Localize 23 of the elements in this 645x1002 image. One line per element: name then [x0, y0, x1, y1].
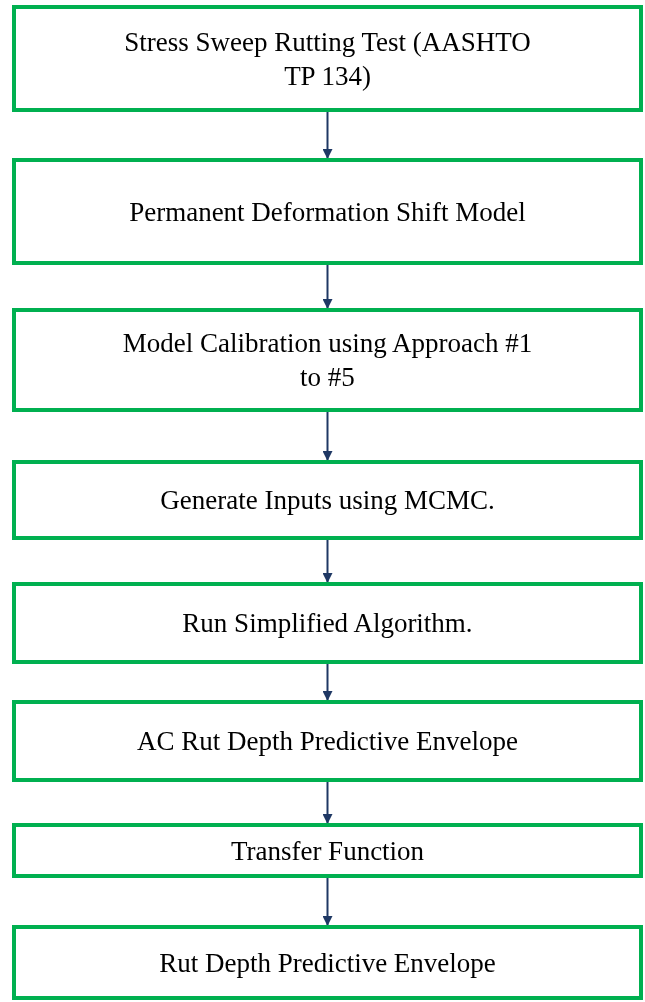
process-box: [12, 823, 643, 878]
process-box: [12, 582, 643, 664]
arrow: [322, 781, 333, 824]
process-box: [12, 308, 643, 412]
process-box: [12, 460, 643, 540]
box-label: Stress Sweep Rutting Test (AASHTO TP 134): [123, 25, 532, 93]
arrow: [322, 877, 333, 926]
arrow: [322, 539, 333, 583]
box-label: Run Simplified Algorithm.: [182, 607, 473, 640]
arrow: [322, 111, 333, 159]
box-label: Transfer Function: [230, 834, 425, 868]
process-box: [12, 158, 643, 265]
box-label: AC Rut Depth Predictive Envelope: [137, 725, 518, 758]
box-label: Rut Depth Predictive Envelope: [159, 946, 496, 980]
arrow: [322, 411, 333, 461]
process-box: [12, 925, 643, 1000]
box-label: Model Calibration using Approach #1 to #5: [121, 327, 534, 394]
arrow: [322, 264, 333, 309]
process-box: [12, 5, 643, 112]
arrow: [322, 663, 333, 701]
box-label: Permanent Deformation Shift Model: [129, 195, 526, 229]
box-label: Generate Inputs using MCMC.: [160, 484, 495, 517]
process-box: [12, 700, 643, 782]
